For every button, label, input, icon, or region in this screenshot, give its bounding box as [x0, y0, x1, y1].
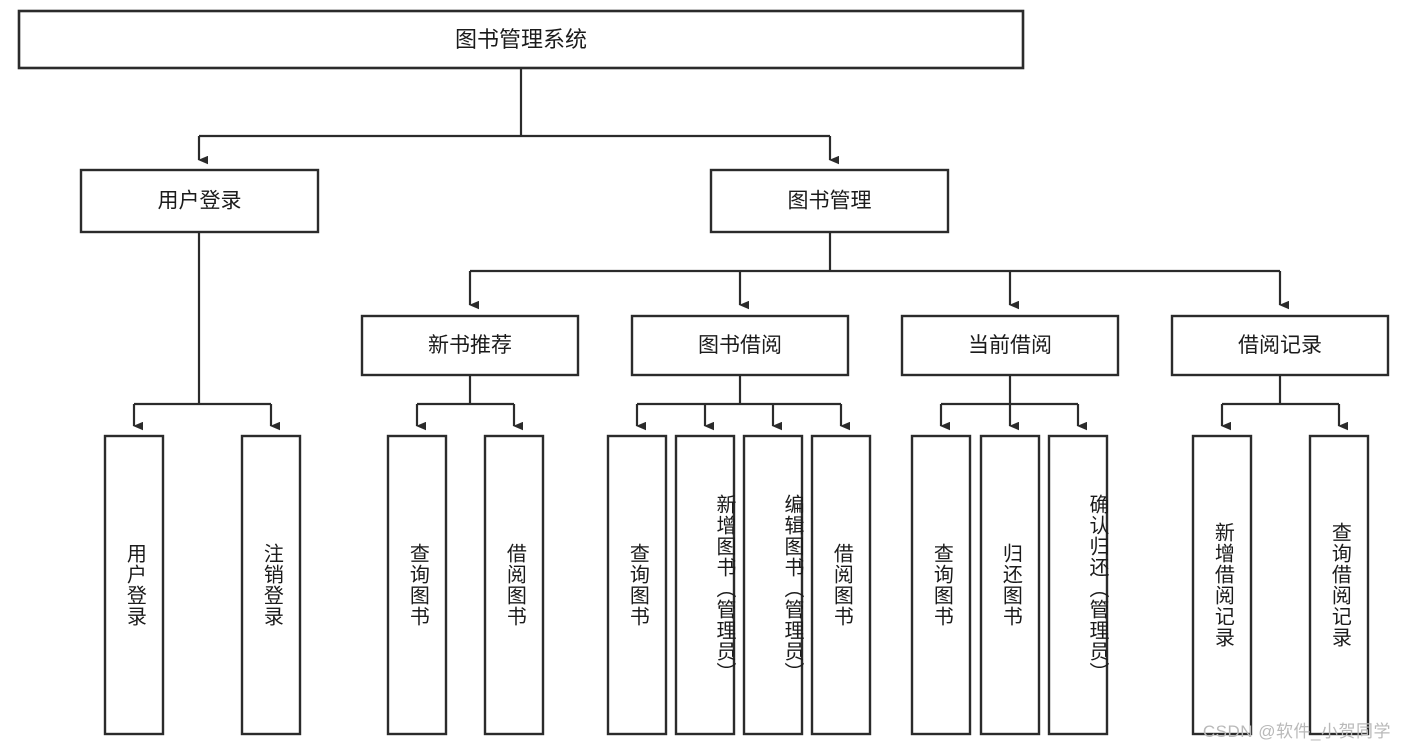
node-current-borrow-label: 当前借阅 — [968, 334, 1052, 357]
leaf-rect-borrow-book[interactable] — [810, 434, 872, 736]
connector-group-current-borrow-leaves — [939, 375, 1087, 431]
leaf-rect-add-book-admin[interactable] — [674, 434, 736, 736]
leaf-rect-user-login[interactable] — [103, 434, 165, 736]
node-root-book-management-system[interactable]: 图书管理系统 — [17, 9, 1025, 70]
node-book-borrow[interactable]: 图书借阅 — [630, 314, 850, 377]
leaf-rect-return-book[interactable] — [979, 434, 1041, 736]
node-book-borrow-label: 图书借阅 — [698, 334, 782, 357]
node-borrow-record-rect — [1170, 314, 1390, 377]
connector-group-new-book-rec-leaves — [415, 375, 523, 431]
node-current-borrow-rect — [900, 314, 1120, 377]
connector-group-borrow-record-leaves — [1220, 375, 1348, 431]
node-borrow-record[interactable]: 借阅记录 — [1170, 314, 1390, 377]
leaf-rect-query-borrow-record[interactable] — [1308, 434, 1370, 736]
node-book-management-rect — [709, 168, 950, 234]
node-user-login[interactable]: 用户登录 — [79, 168, 320, 234]
node-new-book-recommendation-rect — [360, 314, 580, 377]
node-book-management-label: 图书管理 — [788, 190, 872, 213]
leaf-rect-add-borrow-record[interactable] — [1191, 434, 1253, 736]
leaf-rect-confirm-return-admin[interactable] — [1047, 434, 1109, 736]
leaf-rect-logout[interactable] — [240, 434, 302, 736]
connector-group-book-manage-to-level3 — [468, 232, 1289, 310]
node-root-rect — [17, 9, 1025, 70]
node-user-login-rect — [79, 168, 320, 234]
connector-group-root-to-level2 — [197, 68, 839, 165]
connector-group-user-login-leaves — [132, 232, 280, 431]
node-current-borrow[interactable]: 当前借阅 — [900, 314, 1120, 377]
connector-group-book-borrow-leaves — [635, 375, 850, 431]
leaf-rect-edit-book-admin[interactable] — [742, 434, 804, 736]
node-root-label: 图书管理系统 — [455, 27, 587, 52]
node-new-book-recommendation[interactable]: 新书推荐 — [360, 314, 580, 377]
node-borrow-record-label: 借阅记录 — [1238, 334, 1322, 357]
csdn-watermark: CSDN @软件_小贺同学 — [1202, 722, 1391, 741]
node-new-book-recommendation-label: 新书推荐 — [428, 334, 512, 357]
leaf-rect-borrow-book-rec[interactable] — [483, 434, 545, 736]
leaf-rect-query-book-rec[interactable] — [386, 434, 448, 736]
node-book-management[interactable]: 图书管理 — [709, 168, 950, 234]
leaf-rect-query-book-borrow[interactable] — [606, 434, 668, 736]
leaf-rect-query-book-current[interactable] — [910, 434, 972, 736]
node-user-login-label: 用户登录 — [158, 190, 242, 213]
node-book-borrow-rect — [630, 314, 850, 377]
